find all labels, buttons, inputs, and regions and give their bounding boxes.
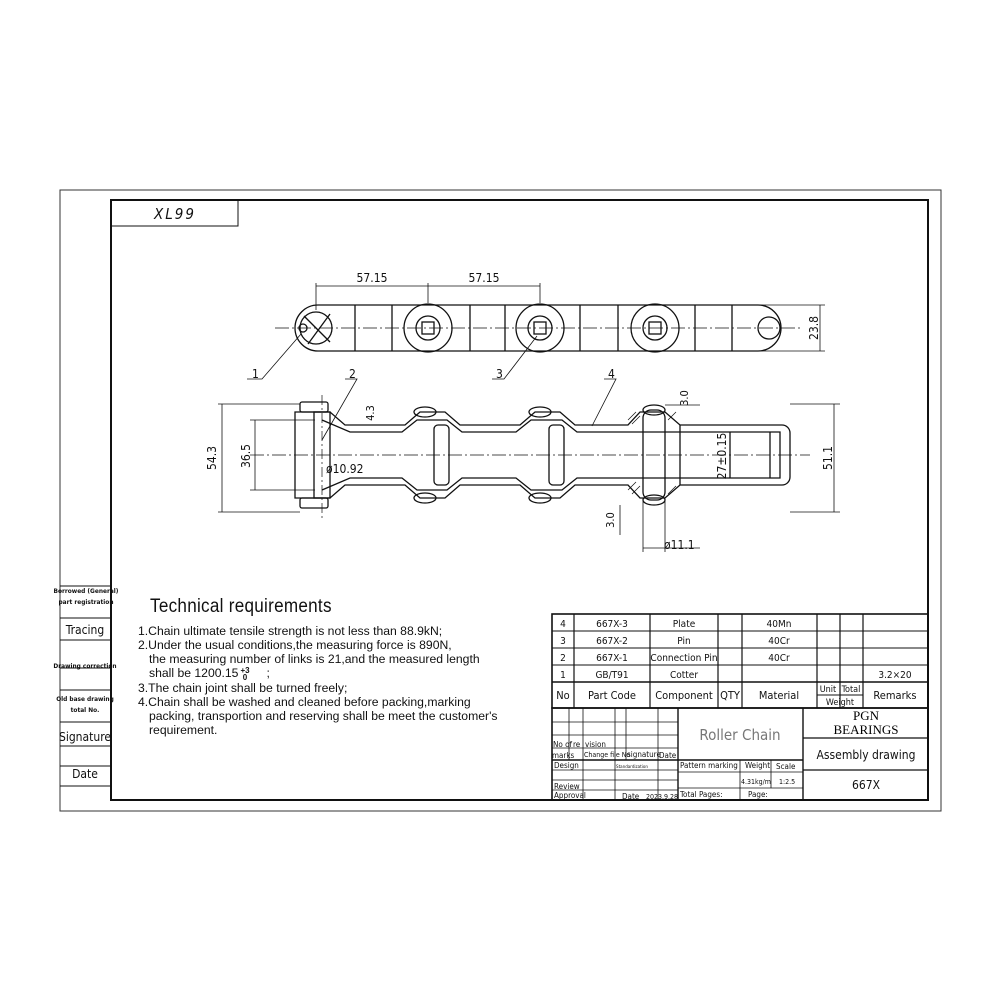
tol-plus: +3 <box>240 665 250 675</box>
tb-change-file: Change file No <box>584 751 630 759</box>
req-4c: requirement. <box>149 722 218 737</box>
bom-cell-code: 667X-2 <box>596 636 628 647</box>
tb-page: Page: <box>748 790 768 799</box>
tb-design: Design <box>554 761 579 770</box>
tb-pattern-marking: Pattern marking <box>680 761 738 770</box>
side-old-base-2: total No. <box>71 706 100 714</box>
dim-offset-bottom: 3.0 <box>604 512 617 528</box>
bom-cell-code: 667X-1 <box>596 653 628 664</box>
bom-cell-no: 2 <box>560 653 566 664</box>
side-strip <box>60 585 111 787</box>
tb-standardization: Standardization <box>616 764 648 770</box>
tb-drawing-no: 667X <box>852 778 881 792</box>
callout-1: 1 <box>252 367 259 381</box>
inner-frame <box>110 199 929 801</box>
dim-offset-top: 3.0 <box>678 390 691 406</box>
tb-approval: Approval <box>554 791 586 800</box>
bom-header-remarks: Remarks <box>873 689 916 702</box>
callout-2: 2 <box>349 367 356 381</box>
bom-header-component: Component <box>655 689 713 702</box>
bom-header-qty: QTY <box>720 689 741 702</box>
bom-header-material: Material <box>759 689 799 702</box>
drawing-id-box <box>110 199 239 227</box>
bom-cell-no: 4 <box>560 619 566 630</box>
dim-outer-width: 54.3 <box>205 446 219 470</box>
drawing-id: XL99 <box>153 205 196 223</box>
dim-plate-height: 23.8 <box>807 316 821 340</box>
tb-signature: signature <box>627 750 661 759</box>
dim-pitch-1: 57.15 <box>357 271 388 285</box>
tb-total-pages: Total Pages: <box>679 790 723 799</box>
bom-cell-component: Cotter <box>670 670 698 681</box>
callout-3: 3 <box>496 367 503 381</box>
tol-zero: 0 <box>242 672 248 682</box>
bom-cell-material: 40Mn <box>767 619 792 630</box>
bom-cell-component: Plate <box>673 619 696 630</box>
callout-4: 4 <box>608 367 615 381</box>
technical-requirements: Technical requirements 1.Chain ultimate … <box>138 596 538 737</box>
tb-date-label: Date <box>659 751 677 760</box>
bom-cell-component: Connection Pin <box>650 653 717 664</box>
tb-company-2: BEARINGS <box>833 722 898 737</box>
bom-cell-component: Pin <box>677 636 690 647</box>
tb-marks: marks <box>552 751 575 760</box>
side-old-base-1: Old base drawing <box>56 695 114 703</box>
tb-scale: Scale <box>776 762 796 771</box>
bom-header-total: Total <box>841 685 861 695</box>
req-4a: 4.Chain shall be washed and cleaned befo… <box>138 694 471 709</box>
tb-weight: Weight <box>745 761 770 770</box>
req-1: 1.Chain ultimate tensile strength is not… <box>138 624 443 638</box>
dim-inner-gap: 27±0.15 <box>715 433 729 480</box>
tb-drawing-type: Assembly drawing <box>817 748 916 762</box>
side-date: Date <box>72 767 98 781</box>
side-drawing-correction: Drawing correction <box>53 662 116 670</box>
dim-overall-width: 51.1 <box>821 446 835 470</box>
bom-cell-code: 667X-3 <box>596 619 628 630</box>
tb-company-1: PGN <box>853 708 880 723</box>
bom-cell-remarks: 3.2×20 <box>878 670 912 681</box>
tb-date2: Date <box>622 792 640 801</box>
req-2a: 2.Under the usual conditions,the measuri… <box>138 638 452 652</box>
side-borrowed-1: Borrowed (General) <box>54 587 119 595</box>
dim-roller-diameter: ø11.1 <box>664 538 695 552</box>
bom-header-no: No <box>556 689 569 702</box>
bom-header-unit: Unit <box>820 685 836 695</box>
req-3: 3.The chain joint shall be turned freely… <box>138 680 348 695</box>
bom-cell-code: GB/T91 <box>595 670 628 681</box>
tb-weight-value: 4.31kg/m <box>741 778 771 786</box>
bom-cell-no: 3 <box>560 636 566 647</box>
title-block <box>551 707 929 801</box>
tb-scale-value: 1:2.5 <box>779 778 795 786</box>
req-4b: packing, transportion and reserving shal… <box>149 708 498 723</box>
bom-cell-material: 40Cr <box>768 636 790 647</box>
side-tracing: Tracing <box>65 623 105 637</box>
tb-review: Review <box>554 782 580 791</box>
dim-inner-width: 36.5 <box>239 444 253 468</box>
dim-plate-thickness-top: 4.3 <box>364 405 377 421</box>
bom-header-weight: Weight <box>826 698 854 708</box>
side-signature: Signature <box>59 730 111 744</box>
tb-product-name: Roller Chain <box>699 726 780 744</box>
dim-pitch-2: 57.15 <box>469 271 500 285</box>
req-2d: ; <box>266 666 270 680</box>
tb-mark-c: vision <box>585 740 606 749</box>
req-2c-text: shall be 1200.15 <box>149 666 239 680</box>
dim-pin-diameter: ø10.92 <box>326 462 364 476</box>
bom-cell-no: 1 <box>560 670 566 681</box>
tb-date-value: 2023.9.28 <box>646 793 678 801</box>
bom-header-code: Part Code <box>588 689 636 702</box>
side-borrowed-2: part registration <box>59 598 114 606</box>
outer-frame <box>59 189 942 812</box>
technical-heading: Technical requirements <box>150 596 332 617</box>
tb-mark-b: re <box>573 740 581 749</box>
req-2b: the measuring number of links is 21,and … <box>149 652 480 666</box>
bom-cell-material: 40Cr <box>768 653 790 664</box>
tb-mark-a: No of <box>553 740 572 749</box>
